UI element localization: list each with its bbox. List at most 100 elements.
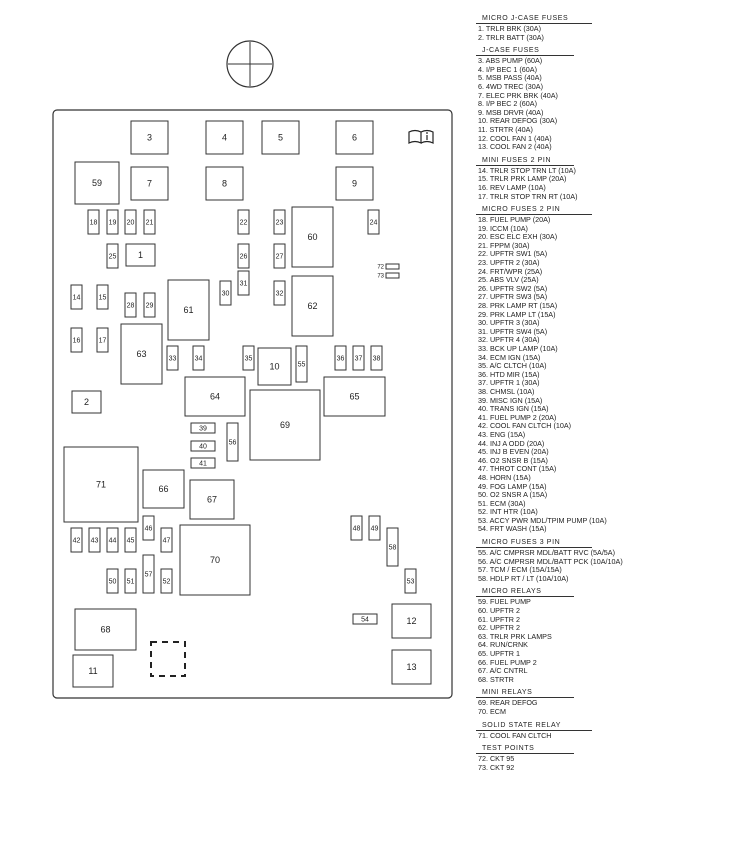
fuse-slot-label: 21 [146, 219, 154, 226]
legend-item: 20. ESC ELC EXH (30A) [478, 232, 558, 242]
fuse-slot-label: 16 [73, 337, 81, 344]
legend-item: 26. UPFTR SW2 (5A) [478, 283, 548, 293]
legend-item: 1. TRLR BRK (30A) [478, 24, 541, 33]
legend-item: 72. CKT 95 [478, 754, 515, 764]
fuse-slot-49: 49 [368, 515, 381, 541]
fuse-slot-box [167, 279, 210, 341]
fuse-slot-box [273, 243, 286, 269]
legend-item: 41. FUEL PUMP 2 (20A) [478, 412, 557, 422]
fuse-slot-68: 68 [74, 608, 137, 651]
fuse-slot-42: 42 [70, 527, 83, 553]
fuse-slot-box [106, 209, 119, 235]
fuse-slot-box [205, 120, 244, 155]
fuse-slot-label: 41 [199, 460, 207, 467]
crosshair-icon [226, 40, 274, 88]
fuse-slot-65: 65 [323, 376, 386, 417]
fuse-slot-36: 36 [334, 345, 347, 371]
legend-item: 38. CHMSL (10A) [478, 386, 535, 396]
legend-item: 34. ECM IGN (15A) [478, 352, 541, 362]
fuse-slot-57: 57 [142, 554, 155, 594]
legend-item: 67. A/C CNTRL [478, 666, 528, 676]
fuse-slot-label: 9 [352, 179, 357, 189]
fuse-slot-label: 25 [109, 253, 117, 260]
fuse-slot-label: 2 [84, 397, 89, 407]
legend-item: 35. A/C CLTCH (10A) [478, 361, 547, 371]
legend-section-title: MINI FUSES 2 PIN [476, 156, 574, 166]
legend-item: 44. INJ A ODD (20A) [478, 438, 545, 448]
fuse-slot-label: 31 [240, 280, 248, 287]
legend-item: 31. UPFTR SW4 (5A) [478, 326, 548, 336]
fuse-slot-46: 46 [142, 515, 155, 541]
fuse-slot-box [335, 120, 374, 155]
fuse-slot-box [88, 527, 101, 553]
fuse-slot-box [190, 457, 216, 469]
fuse-slot-7: 7 [130, 166, 169, 201]
fuse-slot-box [257, 347, 292, 386]
fuse-slot-label: 14 [73, 294, 81, 301]
fuse-slot-56: 56 [226, 422, 239, 462]
fuse-slot-box [295, 345, 308, 383]
legend-item: 71. COOL FAN CLTCH [478, 730, 552, 740]
fuse-slot-box [70, 284, 83, 310]
legend-item: 18. FUEL PUMP (20A) [478, 215, 551, 225]
fuse-slot-label: 46 [145, 525, 153, 532]
fuse-slot-box [219, 280, 232, 306]
fuse-slot-label: 50 [109, 578, 117, 585]
fuse-slot-38: 38 [370, 345, 383, 371]
fuse-slot-37: 37 [352, 345, 365, 371]
fuse-slot-66: 66 [142, 469, 185, 509]
fuse-slot-12: 12 [391, 603, 432, 639]
fuse-slot-label: 36 [337, 355, 345, 362]
fuse-slot-box [367, 209, 380, 235]
fuse-slot-box [242, 345, 255, 371]
fuse-slot-label: 65 [349, 392, 359, 402]
fuse-slot-label: 44 [109, 537, 117, 544]
fuse-slot-box [350, 515, 363, 541]
fuse-slot-64: 64 [184, 376, 246, 417]
fuse-slot-box [106, 243, 119, 269]
legend-item: 6. 4WD TREC (30A) [478, 81, 543, 91]
fuse-slot-label: 24 [370, 219, 378, 226]
fuse-slot-61: 61 [167, 279, 210, 341]
legend-item: 27. UPFTR SW3 (5A) [478, 292, 548, 302]
fuse-slot-3: 3 [130, 120, 169, 155]
legend-item: 28. PRK LAMP RT (15A) [478, 301, 558, 311]
fuse-slot-label: 53 [407, 578, 415, 585]
fuse-slot-26: 26 [237, 243, 250, 269]
fuse-slot-box [291, 206, 334, 268]
legend-item: 39. MISC IGN (15A) [478, 395, 543, 405]
fuse-slot-label: 62 [307, 301, 317, 311]
fuse-slot-label: 43 [91, 537, 99, 544]
fuse-slot-29: 29 [143, 292, 156, 318]
fuse-slot-58: 58 [386, 527, 399, 567]
fuse-slot-label: 63 [136, 349, 146, 359]
fuse-slot-box [205, 166, 244, 201]
fuse-slot-box [291, 275, 334, 337]
fuse-slot-box [71, 390, 102, 414]
fuse-slot-41: 41 [190, 457, 216, 469]
fuse-slot-box [143, 292, 156, 318]
fuse-slot-label: 69 [280, 420, 290, 430]
fuse-slot-box [72, 654, 114, 688]
fuse-slot-62: 62 [291, 275, 334, 337]
fuse-slot-5: 5 [261, 120, 300, 155]
fuse-slot-label: 7 [147, 179, 152, 189]
fuse-slot-label: 23 [276, 219, 284, 226]
fuse-slot-box [334, 345, 347, 371]
legend-item: 70. ECM [478, 706, 506, 716]
fuse-slot-box [130, 166, 169, 201]
fuse-slot-label: 19 [109, 219, 117, 226]
fuse-slot-box [96, 327, 109, 353]
fuse-slot-label: 4 [222, 133, 227, 143]
legend-item: 8. I/P BEC 2 (60A) [478, 99, 537, 109]
legend-item: 29. PRK LAMP LT (15A) [478, 309, 556, 319]
fuse-slot-box [124, 527, 137, 553]
fuse-slot-box [370, 345, 383, 371]
legend-item: 63. TRLR PRK LAMPS [478, 631, 552, 641]
fuse-slot-label: 12 [406, 616, 416, 626]
fuse-slot-label: 60 [307, 232, 317, 242]
fuse-slot-label: 10 [269, 362, 279, 372]
fuse-slot-label: 26 [240, 253, 248, 260]
